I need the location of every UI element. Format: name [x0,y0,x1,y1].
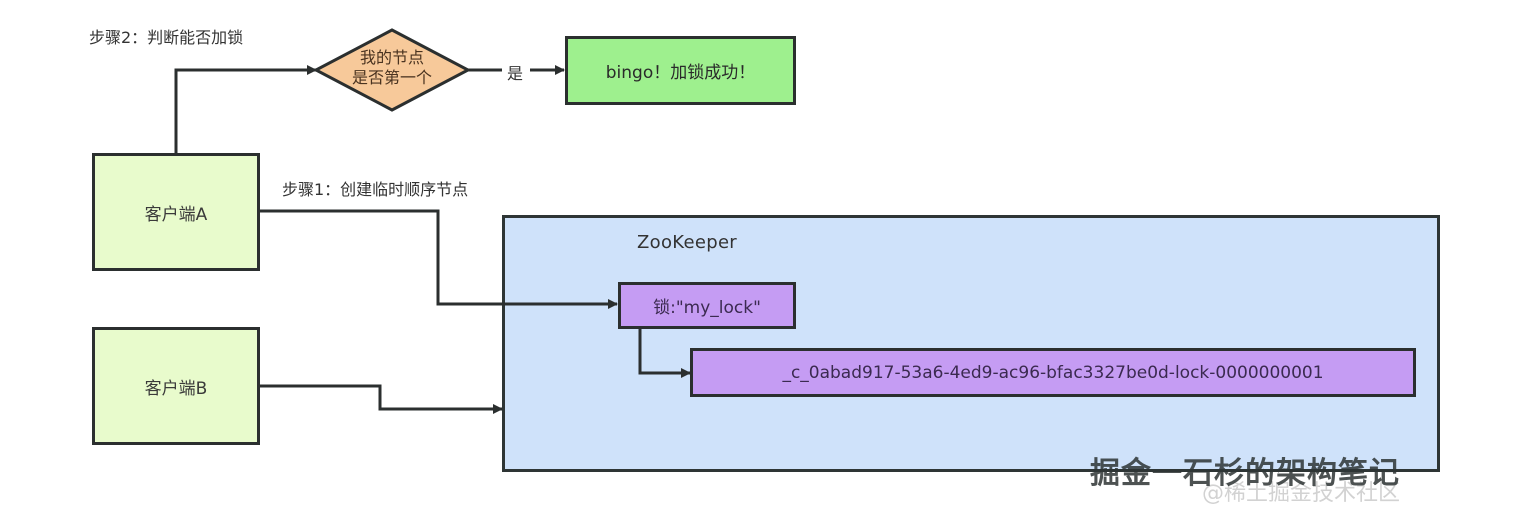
connector-clienta-to-lock [260,209,618,309]
decision-diamond [312,28,472,112]
decision-line2: 是否第一个 [351,68,432,87]
client-b-box: 客户端B [92,327,260,445]
step1-label: 步骤1：创建临时顺序节点 [282,180,469,199]
watermark-main: 掘金一石杉的架构笔记 [1090,456,1400,491]
decision-text: 我的节点 是否第一个 [332,48,452,88]
yes-label: 是 [507,64,524,83]
zookeeper-container [502,215,1440,472]
watermark-sub: @稀土掘金技术社区 [1202,481,1401,506]
connector-clientb-to-zookeeper [260,384,503,414]
client-a-box: 客户端A [92,153,260,271]
zookeeper-title: ZooKeeper [637,232,738,253]
step2-label: 步骤2：判断能否加锁 [89,28,244,47]
decision-line1: 我的节点 [359,48,424,67]
sequential-node: _c_0abad917-53a6-4ed9-ac96-bfac3327be0d-… [690,348,1416,397]
connector-lock-to-seq [638,328,691,378]
connector-clienta-to-decision [174,65,317,153]
success-box: bingo！加锁成功！ [565,36,796,105]
lock-node: 锁:"my_lock" [618,282,796,329]
